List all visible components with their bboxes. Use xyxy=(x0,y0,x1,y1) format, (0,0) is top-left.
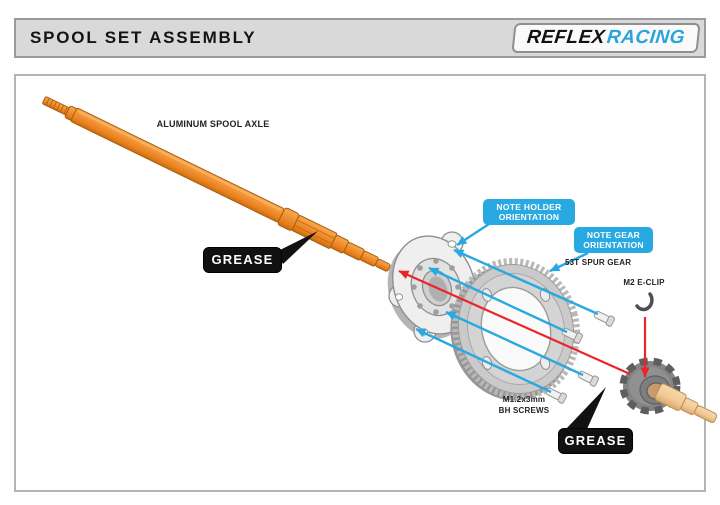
plastic-shaft-illustration xyxy=(654,383,718,424)
callout-line: NOTE HOLDER xyxy=(496,202,562,212)
axle-label: ALUMINUM SPOOL AXLE xyxy=(156,119,270,129)
grease-pointer-hub xyxy=(566,387,606,429)
header-bar: SPOOL SET ASSEMBLY REFLEX RACING xyxy=(14,18,706,58)
screws-label-line2: BH SCREWS xyxy=(498,406,550,416)
screws-label: M1.2x3mm BH SCREWS xyxy=(490,394,558,416)
grease-badge-axle: GREASE xyxy=(203,247,282,273)
callout-line: ORIENTATION xyxy=(498,212,560,223)
screw-guide-arrow-1 xyxy=(453,248,599,316)
screw-guide-arrow-4 xyxy=(415,327,552,394)
gear-callout-arrow xyxy=(549,251,589,273)
spur-gear-label: 53T SPUR GEAR xyxy=(565,258,632,267)
aluminum-spool-axle-illustration xyxy=(42,96,391,272)
screw-guide-arrow-2 xyxy=(428,266,568,334)
bh-screw-3 xyxy=(576,368,600,388)
screw-guide-arrow-3 xyxy=(445,310,584,377)
grease-pointer-axle xyxy=(276,231,318,264)
screws-label-line1: M1.2x3mm xyxy=(502,395,546,404)
eclip-label: M2 E-CLIP xyxy=(623,278,665,287)
page-title: SPOOL SET ASSEMBLY xyxy=(30,28,257,47)
callout-line: ORIENTATION xyxy=(583,240,644,251)
bh-screw-1 xyxy=(592,308,616,328)
callout-line: NOTE GEAR xyxy=(586,230,641,240)
grease-badge-hub: GREASE xyxy=(558,428,633,454)
axis-arrow-red xyxy=(398,269,631,376)
holder-callout-arrow xyxy=(456,222,490,247)
note-gear-orientation-callout: NOTE GEAR ORIENTATION xyxy=(574,227,653,254)
spool-hub-illustration xyxy=(619,357,718,424)
note-holder-orientation-callout: NOTE HOLDER ORIENTATION xyxy=(483,199,575,226)
eclip-illustration xyxy=(635,292,654,312)
